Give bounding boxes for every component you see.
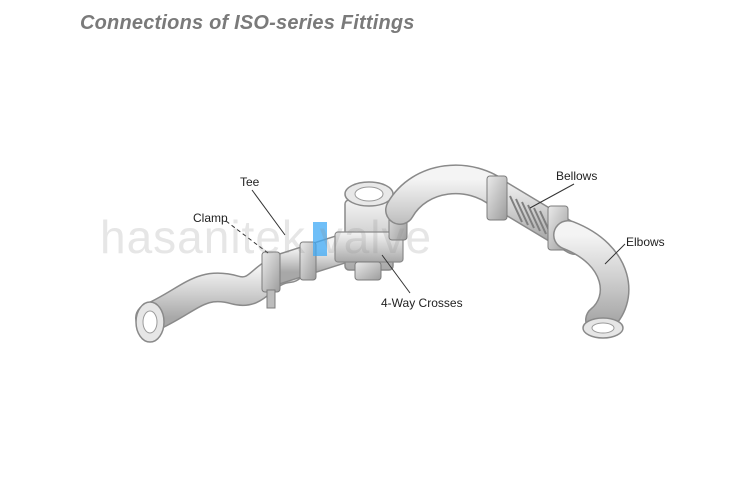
leader-elbows <box>604 243 626 265</box>
right-ferrule-end <box>582 317 624 339</box>
label-tee: Tee <box>240 175 260 189</box>
clamp-left-1 <box>261 251 281 309</box>
label-elbows: Elbows <box>626 235 665 249</box>
label-clamp: Clamp <box>193 211 228 225</box>
left-ferrule-end <box>135 301 165 343</box>
leader-bellows <box>529 183 575 209</box>
watermark: hasanitek valve <box>100 211 433 263</box>
label-bellows: Bellows <box>556 169 598 183</box>
label-four-way-crosses: 4-Way Crosses <box>381 296 463 310</box>
clamp-left-2 <box>299 241 317 281</box>
elbow-pipe <box>553 220 630 335</box>
leader-clamp <box>225 220 269 254</box>
page-title: Connections of ISO-series Fittings <box>80 12 415 34</box>
leader-tee <box>251 189 286 236</box>
accent-block <box>313 222 327 256</box>
leader-cross <box>381 254 411 294</box>
leader-lines <box>225 183 626 294</box>
